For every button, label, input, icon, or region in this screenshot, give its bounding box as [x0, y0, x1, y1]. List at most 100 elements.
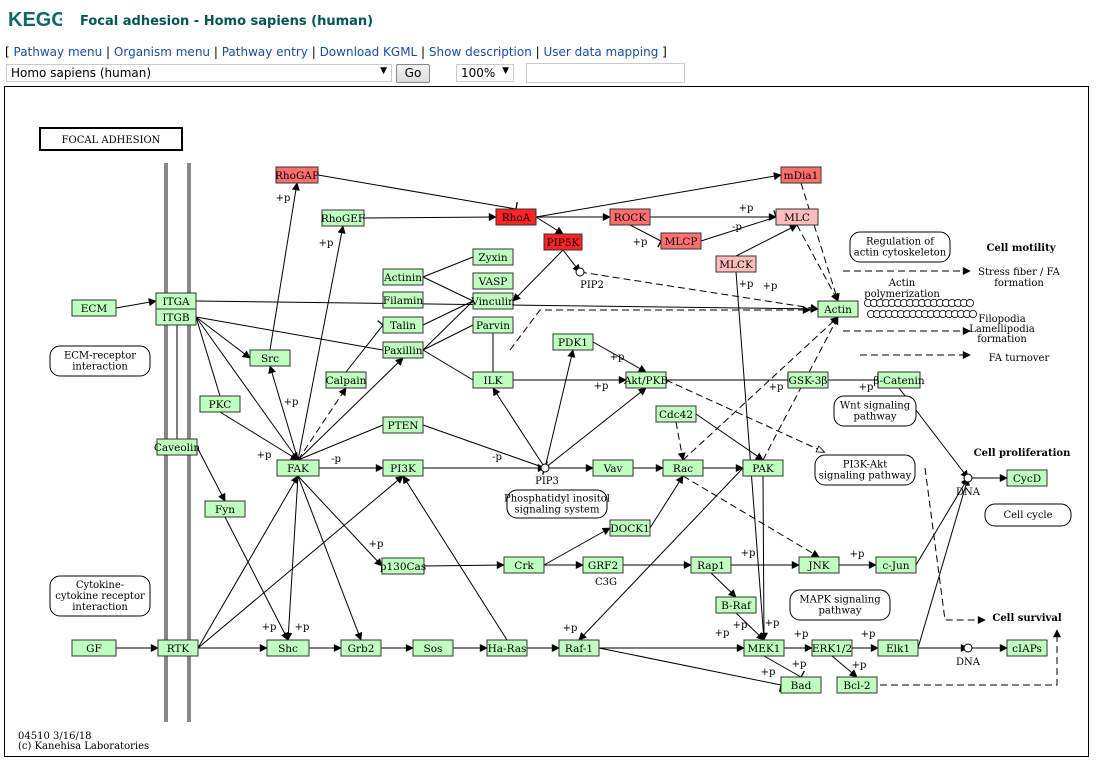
gene-node-bcl2[interactable]: Bcl-2	[836, 676, 878, 694]
gene-node-pdk1[interactable]: PDK1	[552, 333, 594, 351]
gene-node-haras[interactable]: Ha-Ras	[486, 639, 528, 657]
gene-node-rac[interactable]: Rac	[662, 459, 704, 477]
gene-node-grb2[interactable]: Grb2	[340, 639, 382, 657]
gene-node-itgb[interactable]: ITGB	[155, 308, 197, 326]
gene-node-vav[interactable]: Vav	[592, 459, 634, 477]
gene-node-actin[interactable]: Actin	[817, 300, 859, 318]
kegg-logo[interactable]: KEGG	[6, 6, 62, 42]
organism-select[interactable]: Homo sapiens (human) ▼	[6, 64, 392, 82]
gene-node-rock[interactable]: ROCK	[609, 208, 651, 226]
gene-node-vasp[interactable]: VASP	[472, 272, 514, 290]
gene-node-p130cas[interactable]: p130Cas	[380, 557, 426, 575]
gene-node-ilk[interactable]: ILK	[472, 371, 514, 389]
gene-node-paxillin[interactable]: Paxillin	[382, 341, 424, 359]
gene-node-pi3k[interactable]: PI3K	[382, 459, 424, 477]
gene-node-itga[interactable]: ITGA	[155, 292, 197, 310]
gene-node-fak[interactable]: FAK	[276, 459, 320, 477]
gene-node-rhogef[interactable]: RhoGEF	[321, 209, 365, 227]
gene-node-jnk[interactable]: JNK	[798, 556, 840, 574]
gene-node-actinin[interactable]: Actinin	[382, 268, 424, 286]
gene-node-gf[interactable]: GF	[71, 639, 117, 657]
modification-label: +p	[319, 238, 334, 249]
modification-label: +p	[792, 659, 807, 670]
download-kgml-link[interactable]: Download KGML	[319, 45, 418, 59]
cell-survival-label: Cell survival	[992, 613, 1061, 624]
gene-node-rhoa[interactable]: RhoA	[495, 208, 537, 226]
gene-node-mek1[interactable]: MEK1	[743, 639, 785, 657]
gene-node-ciaps[interactable]: cIAPs	[1006, 639, 1048, 657]
gene-node-grf2[interactable]: GRF2	[582, 556, 624, 574]
gene-node-fyn[interactable]: Fyn	[204, 500, 246, 518]
compound-pip2[interactable]	[575, 267, 585, 277]
zoom-select[interactable]: 100% ▼	[456, 64, 514, 82]
gene-label: RhoGEF	[321, 213, 365, 225]
search-input[interactable]	[526, 63, 685, 83]
gene-node-bad[interactable]: Bad	[780, 676, 822, 694]
compound-pip3[interactable]	[540, 463, 550, 473]
gene-node-sos[interactable]: Sos	[412, 639, 454, 657]
go-button[interactable]: Go	[396, 64, 430, 83]
pathway-link-cell-cycle[interactable]: Cell cycle	[984, 503, 1072, 527]
gene-node-mlcp[interactable]: MLCP	[660, 232, 702, 250]
gene-node-pkc[interactable]: PKC	[199, 395, 241, 413]
modification-label: +p	[850, 549, 865, 560]
relation-edge	[535, 172, 782, 218]
relation-edge	[422, 349, 474, 381]
gene-node-cdc42[interactable]: Cdc42	[655, 405, 697, 423]
gene-node-crk[interactable]: Crk	[503, 556, 545, 574]
modification-label: +p	[859, 382, 874, 393]
gene-label: Crk	[514, 560, 534, 572]
gene-node-mdia1[interactable]: mDia1	[780, 166, 822, 184]
gene-node-shc[interactable]: Shc	[266, 639, 310, 657]
gene-node-elk1[interactable]: Elk1	[877, 639, 919, 657]
gene-node-pak[interactable]: PAK	[742, 459, 784, 477]
compound-dna1[interactable]	[963, 473, 973, 483]
gene-node-pip5k[interactable]: PIP5K	[543, 233, 583, 251]
gene-node-src[interactable]: Src	[249, 349, 291, 367]
gene-node-rap1[interactable]: Rap1	[690, 556, 732, 574]
gene-node-raf1[interactable]: Raf-1	[558, 639, 600, 657]
gene-label: Talin	[390, 320, 416, 332]
gene-node-bcatenin[interactable]: β-Catenin	[873, 371, 925, 389]
organism-menu-link[interactable]: Organism menu	[113, 45, 211, 59]
gene-node-ecm[interactable]: ECM	[71, 299, 117, 317]
gene-node-cjun[interactable]: c-Jun	[875, 556, 917, 574]
gene-node-cycd[interactable]: CycD	[1006, 469, 1048, 487]
gene-node-rtk[interactable]: RTK	[157, 639, 199, 657]
gene-node-vinculin[interactable]: Vinculin	[470, 292, 515, 310]
nav-links: [ Pathway menu | Organism menu | Pathway…	[5, 45, 667, 59]
show-description-link[interactable]: Show description	[428, 45, 532, 59]
pathway-menu-link[interactable]: Pathway menu	[13, 45, 103, 59]
gene-node-caveolin[interactable]: Caveolin	[154, 438, 200, 456]
gene-node-parvin[interactable]: Parvin	[472, 316, 514, 334]
outcome-edge	[509, 306, 811, 351]
gene-node-gsk3b[interactable]: GSK-3β	[787, 371, 829, 389]
gene-label: ECM	[81, 303, 108, 315]
gene-node-aktpkb[interactable]: Akt/PKB	[623, 371, 669, 389]
gene-box	[1006, 639, 1048, 657]
gene-node-talin[interactable]: Talin	[382, 316, 424, 334]
gene-node-rhogap[interactable]: RhoGAP	[275, 166, 319, 184]
gene-node-mlc[interactable]: MLC	[775, 208, 819, 226]
cell-proliferation-label: Cell proliferation	[974, 448, 1071, 459]
gene-node-braf[interactable]: B-Raf	[715, 596, 757, 614]
gene-node-erk12[interactable]: ERK1/2	[811, 639, 853, 657]
gene-label: DOCK1	[610, 523, 650, 535]
gene-node-filamin[interactable]: Filamin	[382, 291, 424, 309]
gene-node-calpain[interactable]: Calpain	[325, 371, 367, 389]
gene-node-zyxin[interactable]: Zyxin	[472, 248, 514, 266]
gene-box	[266, 639, 310, 657]
gene-node-pten[interactable]: PTEN	[382, 416, 424, 434]
user-data-mapping-link[interactable]: User data mapping	[543, 45, 659, 59]
compound-dna2[interactable]	[963, 643, 973, 653]
gene-node-dock1[interactable]: DOCK1	[609, 519, 651, 537]
pathway-entry-link[interactable]: Pathway entry	[221, 45, 308, 59]
gene-node-mlck[interactable]: MLCK	[715, 255, 757, 273]
